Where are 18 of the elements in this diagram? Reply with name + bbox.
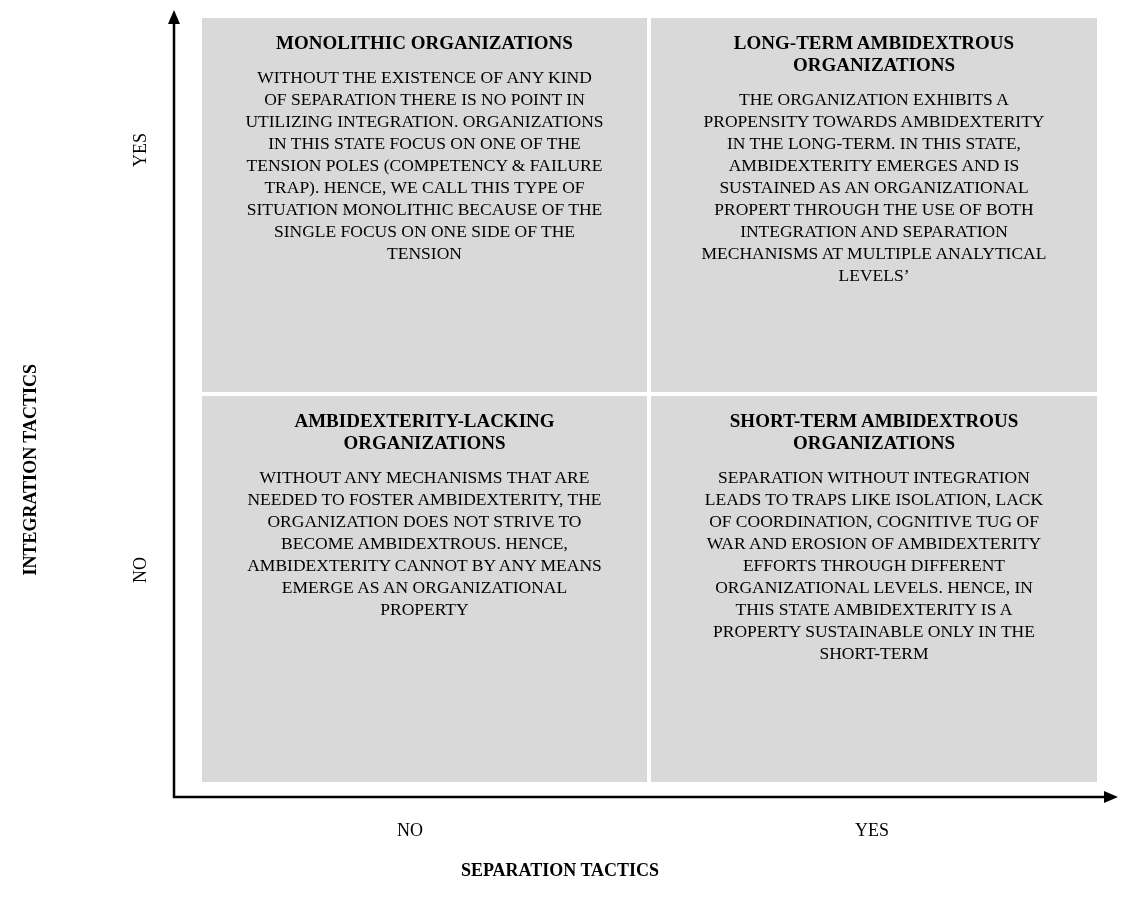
- quadrant-heading: LONG-TERM AMBIDEXTROUS ORGANIZATIONS: [732, 32, 1016, 76]
- y-axis-title: INTEGRATION TACTICS: [19, 364, 41, 576]
- x-axis-tick-label: NO: [397, 819, 423, 841]
- y-axis-tick-label: YES: [129, 133, 151, 167]
- quadrant-box: [651, 396, 1097, 782]
- quadrant-box: [202, 396, 647, 782]
- x-axis-tick-label: YES: [855, 819, 889, 841]
- x-axis-title: SEPARATION TACTICS: [460, 859, 660, 881]
- quadrant-heading: MONOLITHIC ORGANIZATIONS: [275, 32, 574, 54]
- quadrant-description: WITHOUT THE EXISTENCE OF ANY KIND OF SEPARATION THERE IS NO POINT IN UTILIZING INTEGRATION. ORGANIZATIONS IN THIS STATE FOCUS ON ONE OF THE TENSION POLES (COMPETENCY & FAILURE TRAP). HENCE, WE CALL THIS TYPE OF SITUATION MONOLITHIC BECAUSE OF THE SINGLE FOCUS ON ONE SIDE OF THE TENSION: [244, 66, 605, 264]
- quadrant-heading: SHORT-TERM AMBIDEXTROUS ORGANIZATIONS: [728, 410, 1020, 454]
- quadrant-box: [202, 18, 647, 392]
- quadrant-heading: AMBIDEXTERITY-LACKING ORGANIZATIONS: [293, 410, 556, 454]
- quadrant-box: [651, 18, 1097, 392]
- quadrant-description: SEPARATION WITHOUT INTEGRATION LEADS TO TRAPS LIKE ISOLATION, LACK OF COORDINATION, COGNITIVE TUG OF WAR AND EROSION OF AMBIDEXTERITY EFFORTS THROUGH DIFFERENT ORGANIZATIONAL LEVELS. HENCE, IN THIS STATE AMBIDEXTERITY IS A PROPERTY SUSTAINABLE ONLY IN THE SHORT-TERM: [703, 466, 1045, 664]
- quadrant-description: THE ORGANIZATION EXHIBITS A PROPENSITY TOWARDS AMBIDEXTERITY IN THE LONG-TERM. IN THIS STATE, AMBIDEXTERITY EMERGES AND IS SUSTAINED AS AN ORGANIZATIONAL PROPERT THROUGH THE USE OF BOTH INTEGRATION AND SEPARATION MECHANISMS AT MULTIPLE ANALYTICAL LEVELS’: [700, 88, 1048, 286]
- y-axis-tick-label: NO: [129, 557, 151, 583]
- quadrant-description: WITHOUT ANY MECHANISMS THAT ARE NEEDED TO FOSTER AMBIDEXTERITY, THE ORGANIZATION DOES NOT STRIVE TO BECOME AMBIDEXTROUS. HENCE, AMBIDEXTERITY CANNOT BY ANY MEANS EMERGE AS AN ORGANIZATIONAL PROPERTY: [246, 466, 603, 620]
